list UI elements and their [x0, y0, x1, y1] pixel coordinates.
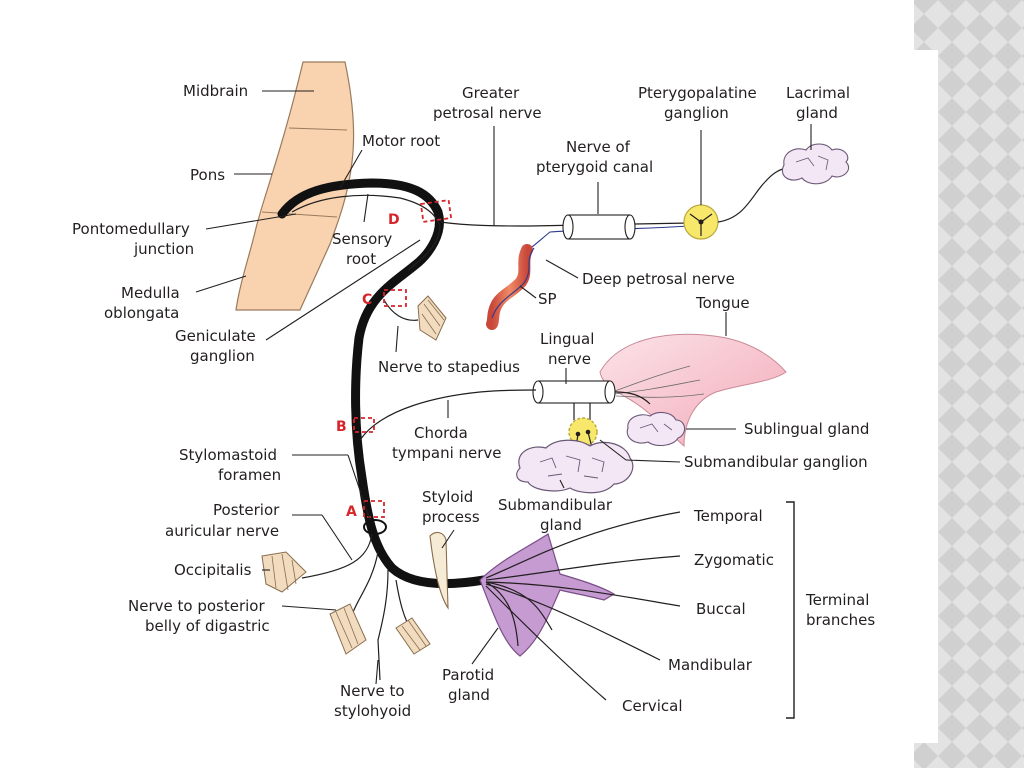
label-lingual-1: Lingual [540, 330, 594, 348]
label-midbrain: Midbrain [183, 82, 248, 100]
sublingual-gland-lines [639, 423, 673, 433]
label-stylohyoid-1: Nerve to [340, 682, 405, 700]
label-lacrimal-1: Lacrimal [786, 84, 850, 102]
posterior-auricular-branch [301, 533, 373, 579]
label-pterygopalatine-1: Pterygopalatine [638, 84, 757, 102]
leader-lines [195, 90, 812, 685]
label-styloid-1: Styloid [422, 488, 473, 506]
chorda-tympani [359, 389, 537, 441]
label-terminal-2: branches [806, 611, 875, 629]
greater-petrosal-nerve [439, 221, 691, 227]
lingual-nerve-cylinder [532, 380, 616, 404]
label-pterygopalatine-2: ganglion [664, 104, 729, 122]
label-stapedius: Nerve to stapedius [378, 358, 520, 376]
pterygoid-canal [562, 214, 636, 240]
label-submandibular-ganglion: Submandibular ganglion [684, 453, 868, 471]
lacrimal-branch [717, 167, 787, 223]
stapedius-muscle [417, 295, 447, 341]
terminal-branch-lines [485, 511, 681, 701]
marker-box-b [353, 417, 375, 433]
parotid-gland [479, 533, 616, 657]
label-stylomastoid-2: foramen [218, 466, 281, 484]
label-tongue: Tongue [695, 294, 750, 312]
label-submandibular-gland-2: gland [540, 516, 582, 534]
digastric-muscle [329, 603, 367, 655]
label-medulla-2: oblongata [104, 304, 179, 322]
label-posterior-auricular-2: auricular nerve [165, 522, 279, 540]
label-lacrimal-2: gland [796, 104, 838, 122]
label-geniculate-1: Geniculate [175, 327, 256, 345]
brainstem [235, 61, 355, 311]
label-motor-root: Motor root [362, 132, 440, 150]
styloid-process [429, 531, 449, 610]
label-stylohyoid-2: stylohyoid [334, 702, 411, 720]
label-medulla-1: Medulla [121, 284, 180, 302]
tongue [599, 333, 787, 448]
sympathetic-plexus [491, 247, 535, 319]
label-occipitalis: Occipitalis [174, 561, 252, 579]
stylomastoid-foramen [363, 519, 387, 535]
facial-nerve-trunk [277, 178, 489, 589]
ganglion-connections [573, 403, 591, 420]
nerve-to-stapedius-line [383, 299, 419, 321]
submandibular-gland [516, 439, 634, 494]
sp-artery [486, 244, 533, 330]
label-sensory-root-1: Sensory [332, 230, 392, 248]
stylohyoid-muscle [395, 617, 431, 655]
label-digastric-1: Nerve to posterior [128, 597, 265, 615]
label-stylomastoid-1: Stylomastoid [179, 446, 277, 464]
label-pontomedullary-2: junction [133, 240, 194, 258]
label-parotid-2: gland [448, 686, 490, 704]
label-chorda-1: Chorda [414, 424, 468, 442]
label-greater-petrosal-1: Greater [462, 84, 520, 102]
label-styloid-2: process [422, 508, 480, 526]
label-digastric-2: belly of digastric [145, 617, 270, 635]
label-pontomedullary-1: Pontomedullary [72, 220, 190, 238]
marker-d: D [388, 212, 400, 228]
pterygopalatine-ganglion [683, 204, 719, 240]
marker-box-a [363, 500, 385, 518]
label-deep-petrosal: Deep petrosal nerve [582, 270, 735, 288]
marker-box-c [383, 289, 407, 307]
label-parotid-1: Parotid [442, 666, 494, 684]
label-buccal: Buccal [696, 600, 746, 618]
lingual-to-sublingual [614, 391, 651, 405]
label-terminal-1: Terminal [805, 591, 869, 609]
lacrimal-gland-lobule-lines [795, 155, 829, 171]
terminal-branches-bracket [786, 501, 795, 719]
marker-c: C [362, 292, 372, 308]
label-sensory-root-2: root [346, 250, 376, 268]
stylohyoid-branch [377, 569, 389, 681]
label-mandibular: Mandibular [668, 656, 753, 674]
label-zygomatic: Zygomatic [694, 551, 774, 569]
label-pterygoid-canal-2: pterygoid canal [536, 158, 653, 176]
nervus-intermedius [291, 194, 441, 271]
marker-box-d [419, 199, 453, 223]
label-sp: SP [538, 290, 557, 308]
occipitalis-muscle [261, 551, 307, 593]
marker-a: A [346, 504, 357, 520]
label-sublingual: Sublingual gland [744, 420, 869, 438]
label-pterygoid-canal-1: Nerve of [566, 138, 631, 156]
label-posterior-auricular-1: Posterior [213, 501, 280, 519]
label-greater-petrosal-2: petrosal nerve [433, 104, 542, 122]
submandibular-lobule-lines [539, 455, 605, 479]
label-submandibular-gland-1: Submandibular [498, 496, 613, 514]
midbrain-pons-boundary [288, 127, 348, 131]
label-cervical: Cervical [622, 697, 683, 715]
label-pons: Pons [190, 166, 225, 184]
pons-medulla-boundary [261, 211, 338, 218]
slide-edge [914, 50, 938, 743]
marker-b: B [336, 419, 347, 435]
label-lingual-2: nerve [548, 350, 591, 368]
label-chorda-2: tympani nerve [392, 444, 502, 462]
lacrimal-gland [782, 143, 850, 185]
label-geniculate-2: ganglion [190, 347, 255, 365]
label-temporal: Temporal [693, 507, 763, 525]
